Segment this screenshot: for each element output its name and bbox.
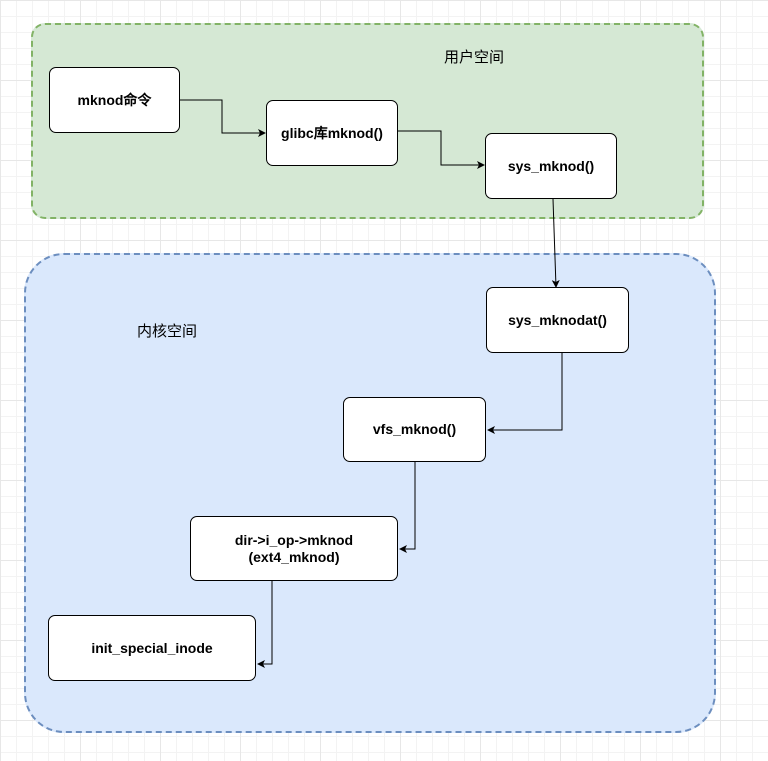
edge-sys-mknodat-to-vfs <box>487 352 563 434</box>
node-iop-mknod: dir->i_op->mknod (ext4_mknod) <box>190 516 398 581</box>
edge-vfs-to-iop-mknod <box>399 462 416 553</box>
edge-sys-mknod-to-sys-mknodat <box>551 198 560 288</box>
node-sys-mknod: sys_mknod() <box>485 133 617 199</box>
kernel-space-label: 内核空间 <box>137 323 198 340</box>
edge-mknod-cmd-to-glibc <box>180 99 266 137</box>
node-mknod-command: mknod命令 <box>49 67 180 133</box>
node-init-special-inode: init_special_inode <box>48 615 256 681</box>
edge-iop-mknod-to-init-special-inode <box>257 581 273 668</box>
node-vfs-mknod: vfs_mknod() <box>343 397 486 462</box>
node-sys-mknodat: sys_mknodat() <box>486 287 629 353</box>
user-space-label: 用户空间 <box>444 49 505 66</box>
edge-glibc-to-sys-mknod <box>398 130 485 169</box>
node-glibc-mknod: glibc库mknod() <box>266 100 398 166</box>
